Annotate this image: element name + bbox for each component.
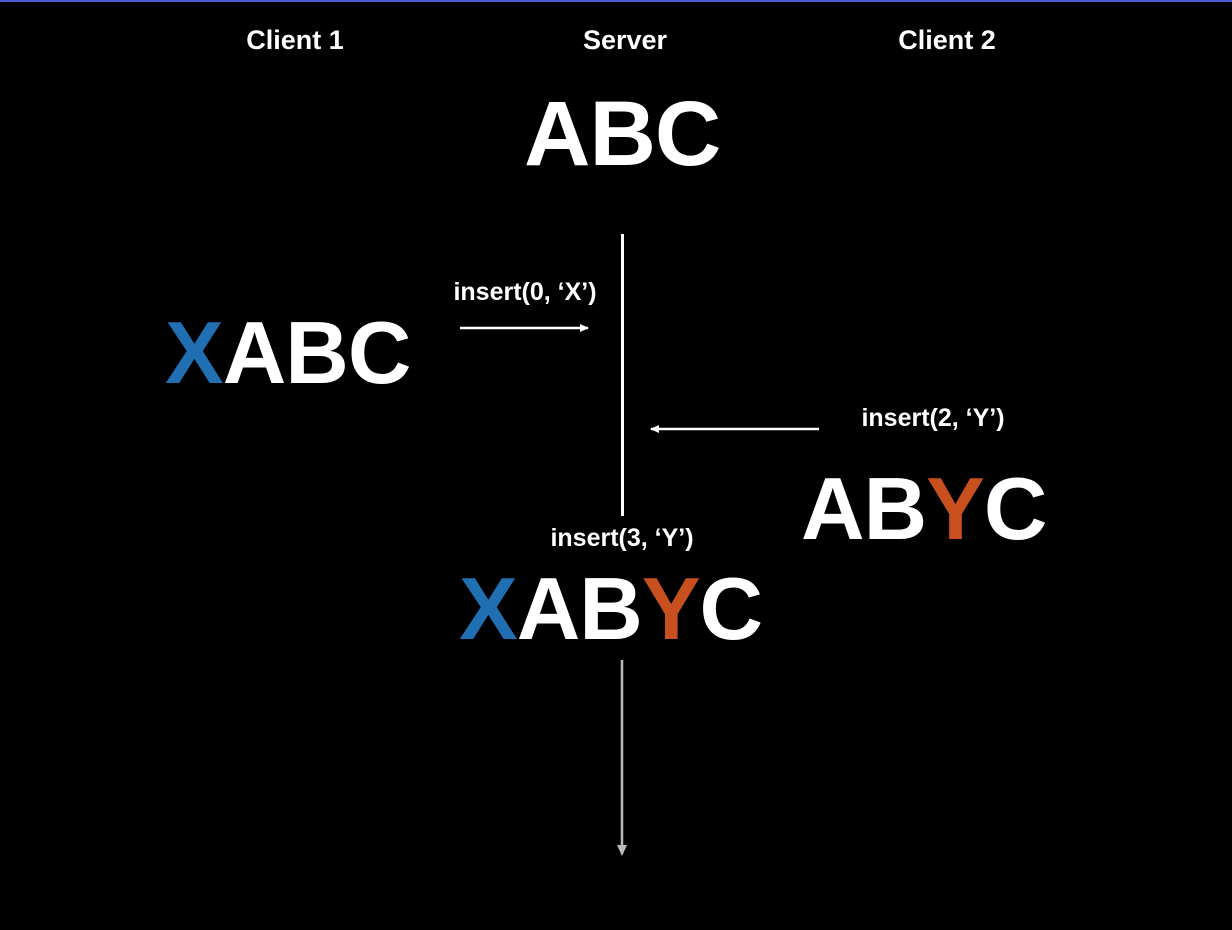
char-base: B xyxy=(579,559,643,658)
header-client-1: Client 1 xyxy=(246,25,344,55)
top-accent-line xyxy=(0,0,1232,2)
header-server: Server xyxy=(582,25,668,55)
char-client2: Y xyxy=(641,559,701,658)
char-base: B xyxy=(863,459,928,558)
char-base: C xyxy=(347,303,412,402)
server-timeline-upper xyxy=(621,234,624,516)
header-client-2: Client 2 xyxy=(898,25,996,55)
char-base: A xyxy=(516,559,581,658)
char-base: B xyxy=(285,303,349,402)
char-base: C xyxy=(654,83,721,185)
char-client1: X xyxy=(459,559,518,658)
char-base: C xyxy=(699,559,764,658)
client-2-document: ABYC xyxy=(801,458,1048,560)
server-final-document: XABYC xyxy=(459,558,764,660)
transformed-operation-label: insert(3, ‘Y’) xyxy=(550,524,694,552)
char-base: A xyxy=(222,303,287,402)
server-initial-document: ABC xyxy=(524,82,721,187)
char-base: C xyxy=(983,459,1048,558)
char-base: B xyxy=(589,83,655,185)
char-base: A xyxy=(801,459,865,558)
char-client2: Y xyxy=(926,459,985,558)
char-client1: X xyxy=(165,303,224,402)
client-2-operation-label: insert(2, ‘Y’) xyxy=(861,404,1005,432)
char-base: A xyxy=(524,83,590,185)
client-1-operation-label: insert(0, ‘X’) xyxy=(453,278,597,306)
client-1-document: XABC xyxy=(165,302,412,404)
